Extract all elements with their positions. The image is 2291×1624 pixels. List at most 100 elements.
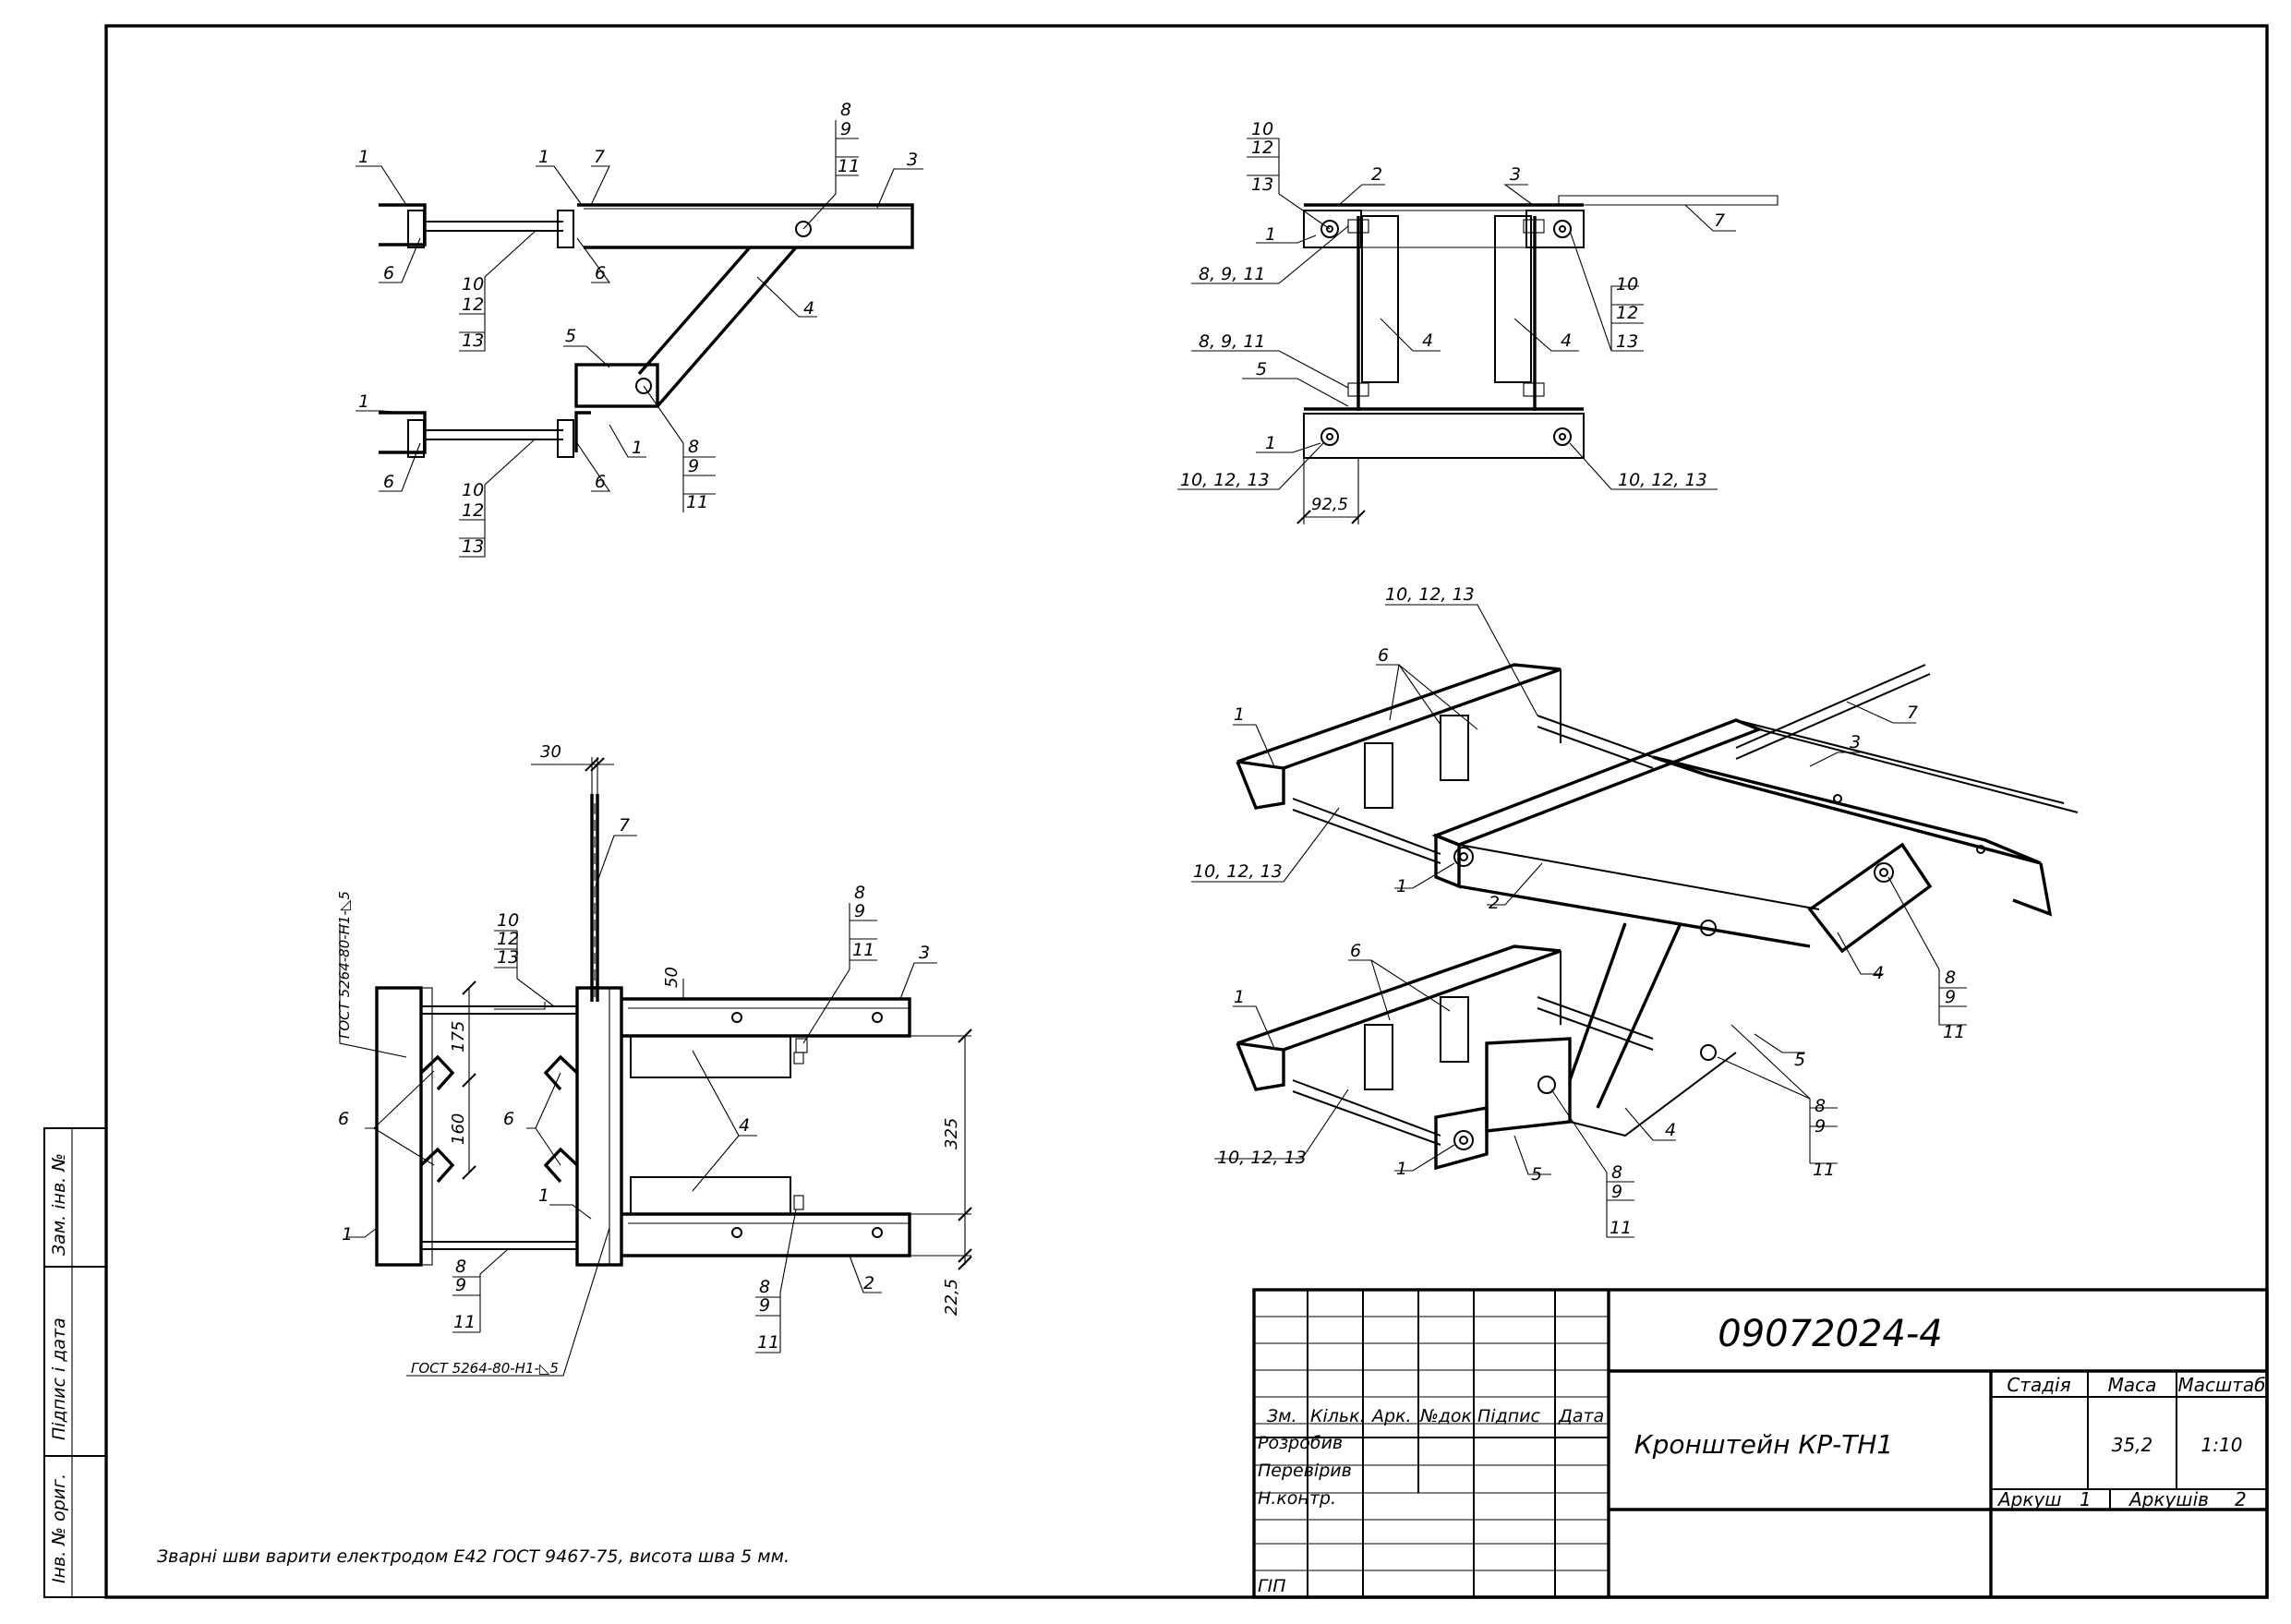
iso-callout-11b: 11 (1813, 1160, 1835, 1180)
vbl-callout-11b: 11 (453, 1312, 476, 1332)
vtr-callout-8-9-11b: 8, 9, 11 (1199, 331, 1266, 352)
vbl-callout-11: 11 (852, 940, 874, 960)
vbl-callout-9: 9 (854, 901, 865, 921)
col-change: Зм. (1267, 1406, 1297, 1426)
vtr-callout-1b: 1 (1265, 433, 1276, 453)
part-name: Кронштейн КР-ТН1 (1634, 1429, 1894, 1460)
vtr-callout-12b: 12 (1616, 303, 1638, 323)
vbl-callout-4: 4 (739, 1115, 750, 1136)
vbl-callout-12: 12 (497, 929, 519, 949)
iso-callout-4a: 4 (1873, 963, 1884, 983)
vtr-callout-13: 13 (1251, 174, 1273, 195)
sheet-value: 1 (2080, 1488, 2092, 1510)
vbl-callout-10: 10 (497, 910, 519, 931)
vtl-callout-9: 9 (840, 119, 851, 139)
iso-callout-6b: 6 (1350, 941, 1361, 961)
mass-header: Маса (2108, 1374, 2157, 1396)
vbl-callout-6a: 6 (338, 1109, 349, 1129)
vtl-callout-6b: 6 (595, 263, 606, 283)
vbl-dim-22-5: 22,5 (942, 1279, 961, 1316)
vbl-callout-13: 13 (497, 947, 519, 968)
iso-callout-9b: 9 (1815, 1116, 1826, 1137)
vbl-dim-50: 50 (662, 967, 681, 988)
view-top-left (356, 120, 923, 558)
col-sheet: Арк. (1370, 1406, 1412, 1426)
vtr-callout-1: 1 (1265, 224, 1276, 245)
vtl-callout-8: 8 (840, 100, 851, 120)
vtl-callout-5: 5 (565, 326, 576, 346)
margin-field-replaced-inv: Зам. інв. № (49, 1153, 69, 1256)
vtl-callout-1b: 1 (538, 147, 549, 167)
vbl-callout-7: 7 (619, 815, 630, 836)
welding-note: Зварні шви варити електродом Е42 ГОСТ 94… (157, 1546, 790, 1567)
vbl-dim-175: 175 (449, 1021, 468, 1053)
iso-callout-4b: 4 (1665, 1120, 1676, 1140)
vbl-dim-325: 325 (942, 1118, 961, 1149)
iso-callout-5b: 5 (1531, 1164, 1542, 1185)
vtr-callout-5: 5 (1256, 359, 1267, 379)
vtl-callout-4: 4 (803, 298, 814, 319)
iso-callout-6a: 6 (1378, 645, 1389, 666)
role-developer: Розробив (1258, 1433, 1343, 1453)
vtl-callout-10b: 10 (462, 480, 484, 500)
vbl-weld-note-bottom: ГОСТ 5264-80-Н1-◺5 (411, 1360, 559, 1377)
vtr-callout-13b: 13 (1616, 331, 1638, 352)
vbl-callout-9c: 9 (759, 1295, 770, 1316)
vtl-callout-9b: 9 (688, 456, 699, 476)
vtl-callout-11: 11 (838, 156, 860, 176)
vtl-callout-3: 3 (907, 150, 918, 170)
iso-callout-9c: 9 (1611, 1182, 1622, 1202)
col-signature: Підпис (1477, 1406, 1540, 1426)
sheets-value: 2 (2235, 1488, 2247, 1510)
vtl-callout-1a: 1 (358, 147, 369, 167)
view-top-right (1177, 138, 1779, 524)
iso-callout-2: 2 (1489, 893, 1500, 913)
sheet-label: Аркуш (1996, 1488, 2062, 1510)
iso-callout-1a: 1 (1234, 704, 1245, 725)
vbl-callout-6b: 6 (503, 1109, 514, 1129)
iso-callout-8a: 8 (1945, 968, 1956, 988)
vtr-callout-4a: 4 (1422, 331, 1433, 351)
iso-callout-7: 7 (1907, 703, 1918, 723)
vtl-callout-6c: 6 (383, 472, 394, 492)
vtl-callout-12b: 12 (462, 500, 484, 521)
vtr-callout-10b: 10 (1616, 274, 1638, 295)
vtl-callout-6a: 6 (383, 263, 394, 283)
iso-callout-10-12-13a: 10, 12, 13 (1193, 861, 1283, 882)
sheets-label: Аркушів (2128, 1488, 2209, 1510)
vtl-callout-13b: 13 (462, 536, 484, 557)
vbl-callout-3: 3 (919, 943, 930, 963)
vbl-callout-1b: 1 (342, 1224, 353, 1245)
vtr-callout-10-12-13b: 10, 12, 13 (1618, 470, 1707, 490)
iso-callout-3: 3 (1850, 732, 1861, 752)
vtr-callout-12: 12 (1251, 138, 1273, 158)
view-bottom-left (339, 757, 972, 1377)
role-chief-engineer: ГІП (1258, 1576, 1285, 1596)
vtl-callout-13: 13 (462, 331, 484, 351)
vbl-callout-1a: 1 (538, 1185, 549, 1206)
iso-callout-11a: 11 (1943, 1022, 1965, 1042)
iso-callout-1c: 1 (1234, 987, 1245, 1007)
col-date: Дата (1558, 1406, 1604, 1426)
iso-callout-8c: 8 (1611, 1162, 1622, 1183)
iso-callout-11c: 11 (1610, 1218, 1632, 1238)
vbl-dim-30: 30 (540, 742, 561, 762)
vbl-callout-2: 2 (863, 1273, 874, 1293)
vtl-callout-12: 12 (462, 295, 484, 315)
vtr-callout-10: 10 (1251, 119, 1273, 139)
vtr-callout-8-9-11: 8, 9, 11 (1199, 264, 1266, 284)
vtr-callout-3: 3 (1510, 164, 1521, 185)
drawing-designation: 09072024-4 (1718, 1313, 1942, 1355)
col-qty: Кільк. (1310, 1406, 1366, 1426)
iso-callout-10-12-13b: 10, 12, 13 (1217, 1148, 1307, 1168)
iso-callout-8b: 8 (1815, 1096, 1826, 1116)
vbl-callout-8b: 8 (455, 1257, 466, 1277)
iso-callout-9a: 9 (1945, 987, 1956, 1007)
role-norm-control: Н.контр. (1258, 1488, 1336, 1509)
sheet-frame (43, 24, 2269, 1599)
vtl-callout-10: 10 (462, 274, 484, 295)
iso-callout-1d: 1 (1396, 1159, 1407, 1179)
vtl-callout-11b: 11 (686, 492, 708, 512)
